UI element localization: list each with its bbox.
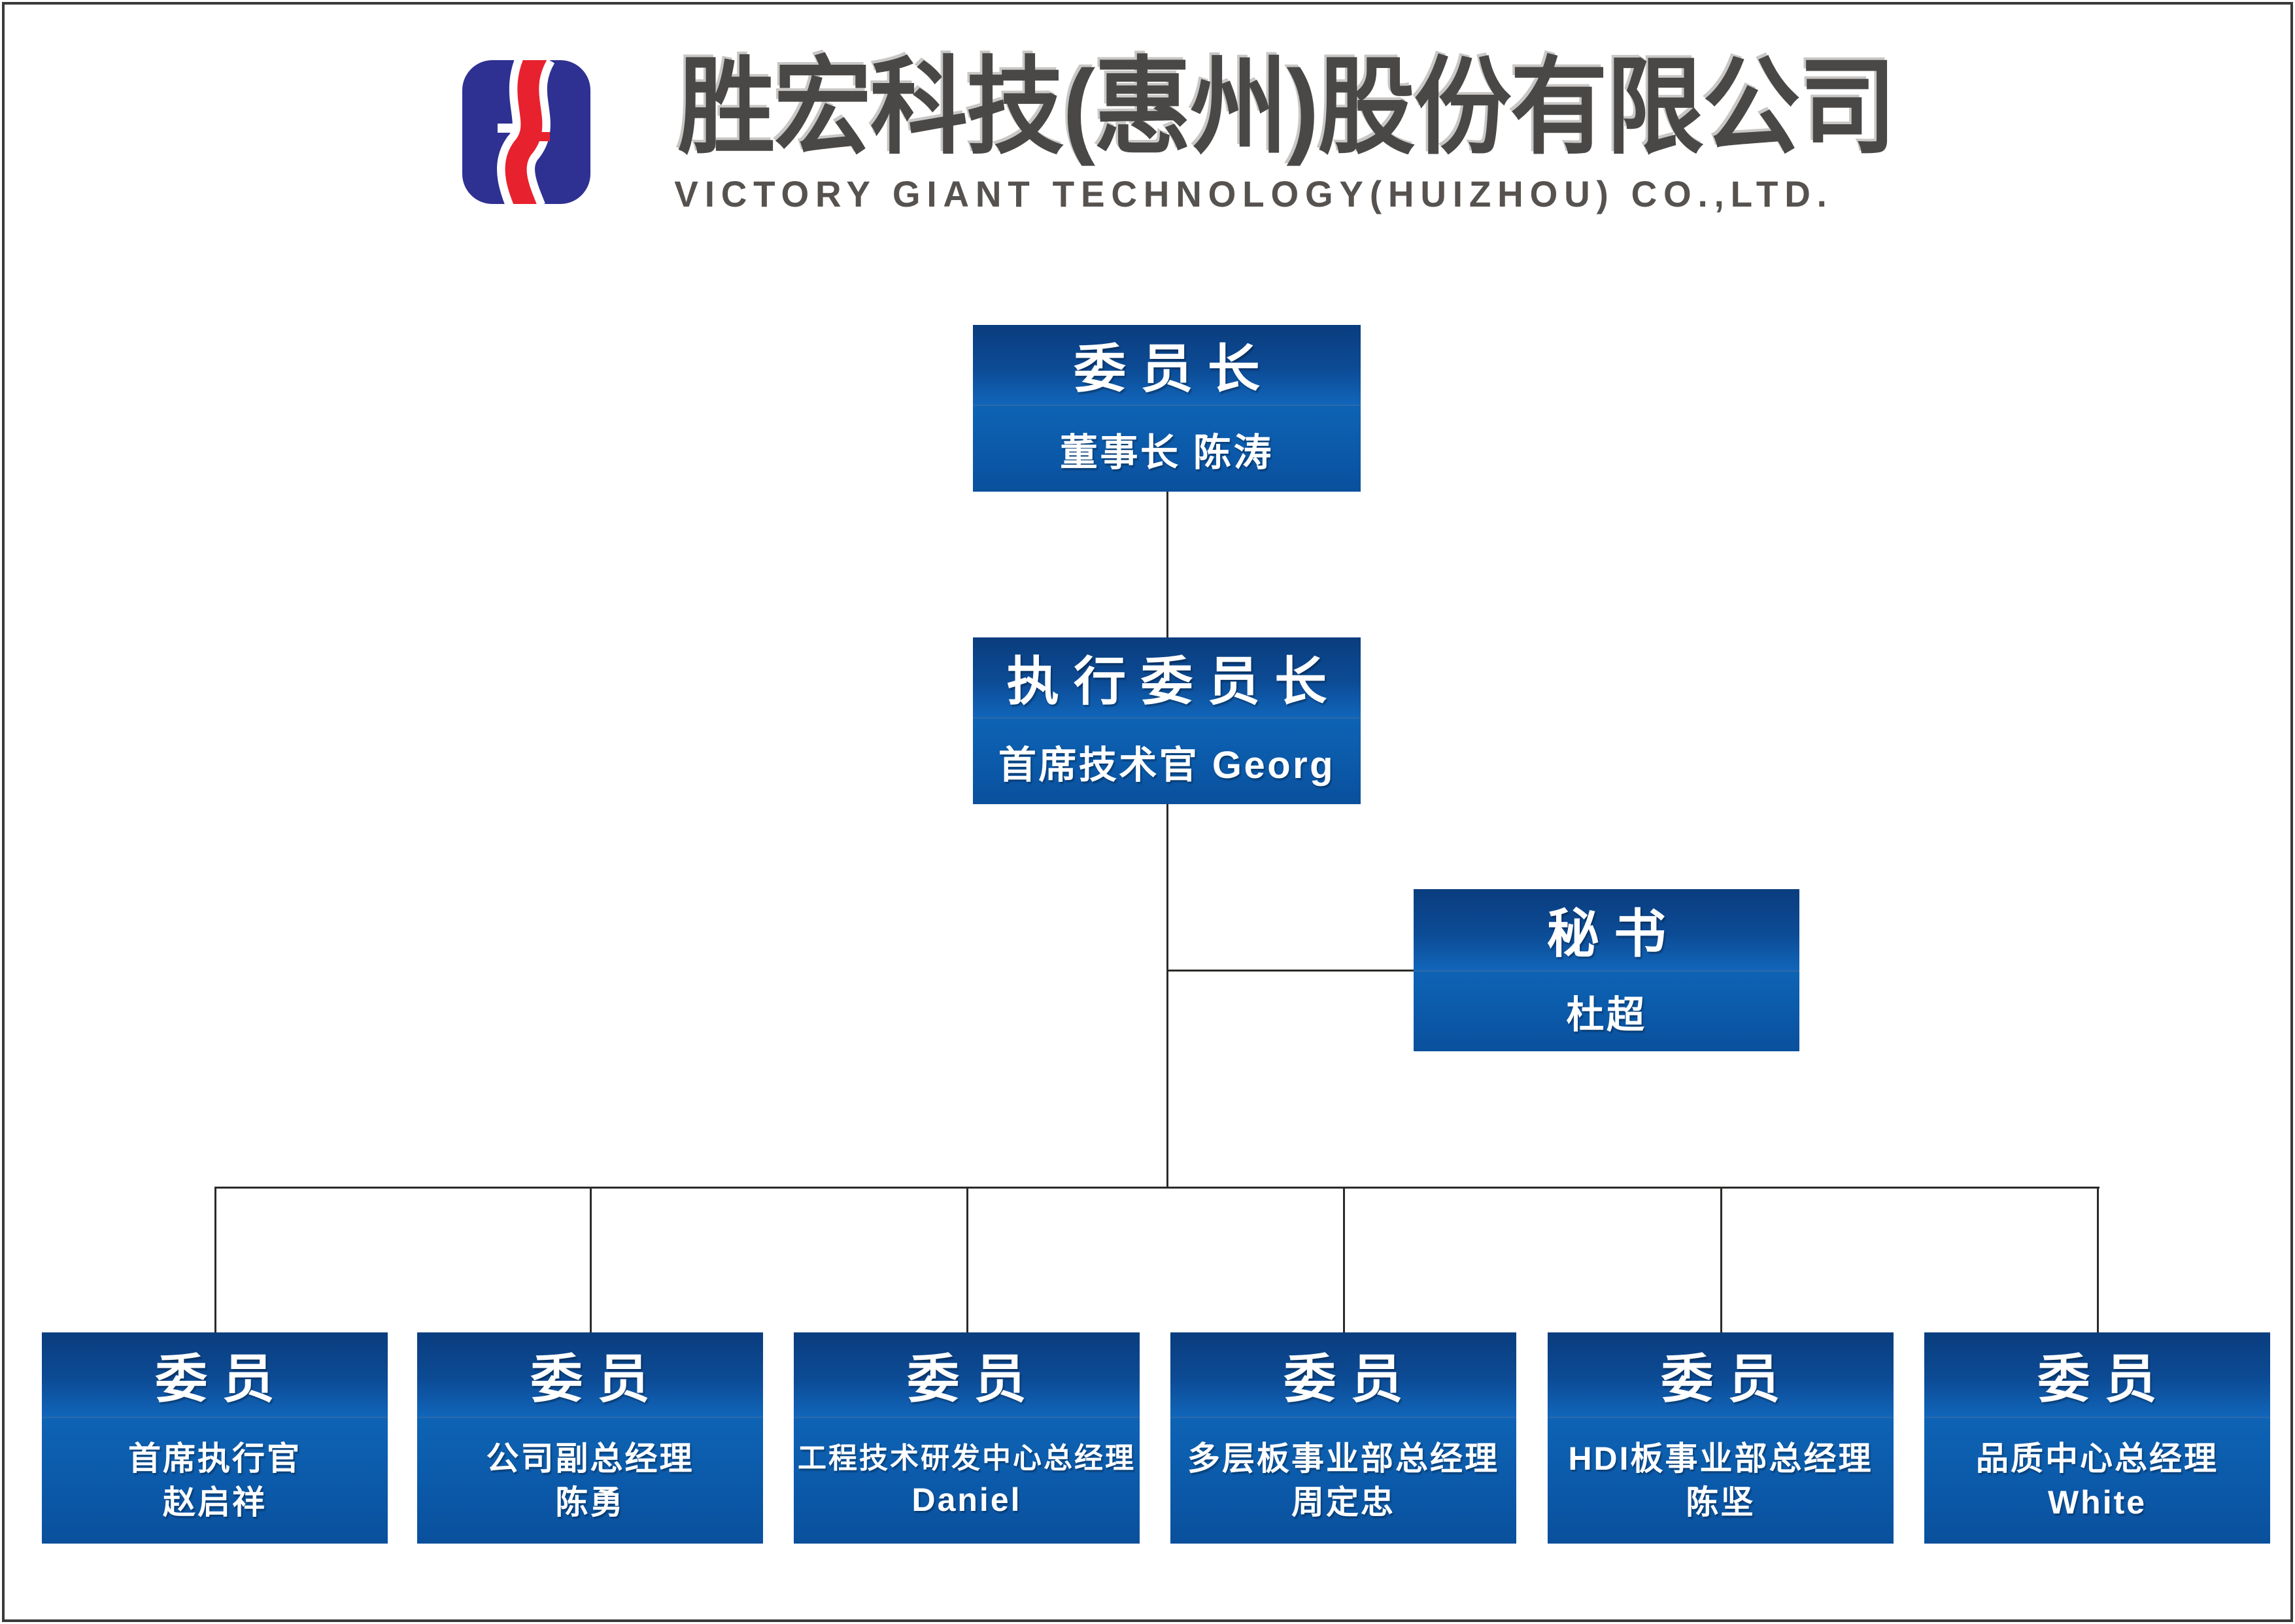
company-name-zh: 胜宏科技(惠州)股份有限公司	[677, 48, 1897, 167]
member-role: 工程技术研发中心总经理	[798, 1442, 1136, 1475]
chairman-subtitle: 董事长 陈涛	[1060, 431, 1274, 474]
member-name: 周定忠	[1291, 1484, 1395, 1521]
connector-row	[215, 1187, 2100, 1189]
connector-drop-member-6	[2097, 1187, 2099, 1334]
company-logo-icon	[462, 60, 590, 204]
connector-drop-member-3	[966, 1187, 968, 1334]
node-member-hdi-division: 委员 HDI板事业部总经理 陈坚	[1548, 1332, 1894, 1544]
connector-drop-member-4	[1343, 1187, 1345, 1334]
node-member-quality-center: 委员 品质中心总经理 White	[1924, 1332, 2270, 1544]
member-name: 陈坚	[1686, 1484, 1756, 1521]
secretary-title: 秘书	[1546, 905, 1681, 963]
company-titles: 胜宏科技(惠州)股份有限公司 VICTORY GIANT TECHNOLOGY(…	[628, 48, 1897, 215]
connector-drop-member-1	[214, 1187, 216, 1334]
node-member-rnd-center: 委员 工程技术研发中心总经理 Daniel	[794, 1332, 1140, 1544]
member-role: 首席执行官	[128, 1440, 301, 1478]
member-title: 委员	[2037, 1349, 2172, 1408]
connector-chairman-to-exec	[1166, 492, 1168, 639]
node-member-multilayer-division: 委员 多层板事业部总经理 周定忠	[1170, 1332, 1516, 1544]
connector-drop-member-5	[1720, 1187, 1722, 1334]
chairman-title: 委员长	[1074, 340, 1275, 399]
node-secretary: 秘书 杜超	[1414, 889, 1799, 1051]
secretary-subtitle: 杜超	[1566, 994, 1647, 1036]
member-name: Daniel	[911, 1481, 1022, 1519]
member-title: 委员	[1661, 1349, 1795, 1408]
member-name: 赵启祥	[163, 1484, 267, 1521]
member-role: HDI板事业部总经理	[1568, 1440, 1873, 1478]
member-role: 公司副总经理	[486, 1440, 694, 1478]
connector-exec-to-row	[1166, 804, 1168, 1189]
member-name: 陈勇	[555, 1484, 625, 1521]
member-title: 委员	[907, 1349, 1042, 1408]
logo-notch-left	[498, 124, 516, 133]
node-chairman: 委员长 董事长 陈涛	[973, 325, 1361, 492]
connector-to-secretary	[1166, 970, 1414, 972]
node-member-ceo: 委员 首席执行官 赵启祥	[42, 1332, 388, 1544]
node-member-deputy-gm: 委员 公司副总经理 陈勇	[417, 1332, 763, 1544]
company-name-en: VICTORY GIANT TECHNOLOGY(HUIZHOU) CO.,LT…	[674, 173, 1833, 215]
member-name: White	[2047, 1484, 2147, 1521]
executive-chairman-title: 执行委员长	[1006, 652, 1342, 711]
executive-chairman-subtitle: 首席技术官 Georg	[998, 743, 1336, 787]
member-title: 委员	[530, 1349, 665, 1408]
logo-tab-right	[529, 132, 550, 141]
member-title: 委员	[155, 1349, 290, 1408]
member-role: 品质中心总经理	[1976, 1440, 2218, 1478]
member-title: 委员	[1284, 1349, 1418, 1408]
node-executive-chairman: 执行委员长 首席技术官 Georg	[973, 637, 1361, 804]
connector-drop-member-2	[590, 1187, 592, 1334]
member-role: 多层板事业部总经理	[1187, 1440, 1499, 1478]
